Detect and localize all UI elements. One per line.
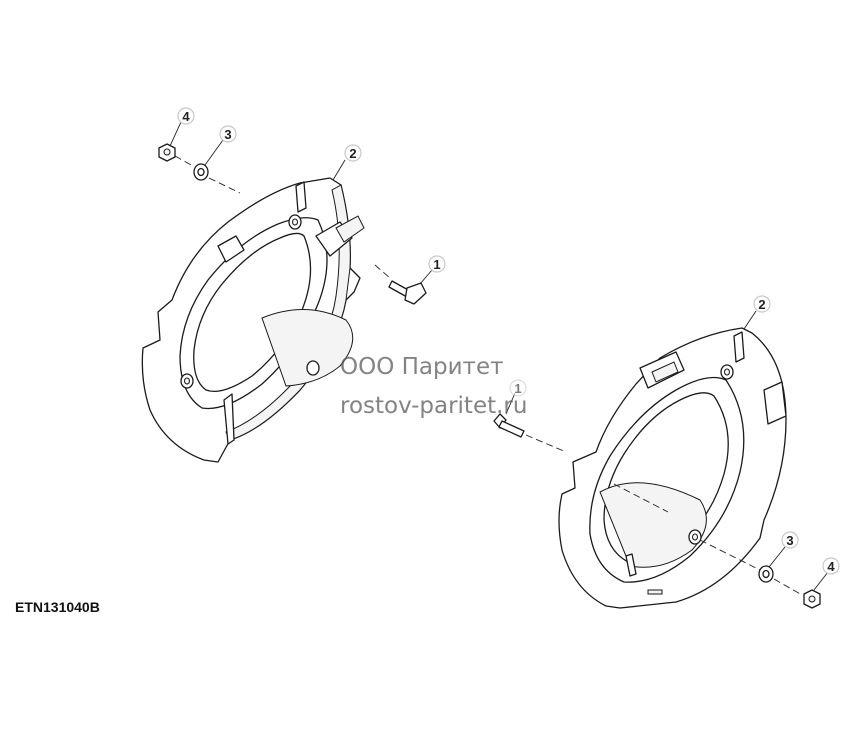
left-wheel-weight	[141, 177, 365, 463]
callout-left-bolt-label: 1	[433, 257, 440, 272]
watermark-company-name: ООО Паритет	[340, 354, 504, 380]
callout-left-washer-label: 3	[224, 127, 231, 142]
callout-right-washer-label: 3	[786, 533, 793, 548]
leader-left-bolt	[419, 269, 433, 285]
callout-right-bolt: 1	[509, 379, 527, 397]
leader-left-washer	[204, 139, 224, 166]
callout-right-weight: 2	[753, 295, 771, 313]
callout-left-weight-label: 2	[349, 146, 356, 161]
watermark-website: rostov-paritet.ru	[340, 393, 528, 419]
leader-right-weight	[743, 310, 757, 330]
leader-right-nut	[813, 571, 829, 591]
left-washer-part	[193, 163, 209, 181]
callout-right-bolt-label: 1	[514, 381, 521, 396]
callout-right-washer: 3	[781, 531, 799, 549]
callout-left-nut: 4	[177, 107, 195, 125]
callout-right-nut: 4	[822, 557, 840, 575]
leader-right-bolt	[505, 392, 516, 415]
callout-left-washer: 3	[219, 125, 237, 143]
left-nut-part	[158, 143, 176, 162]
callout-left-nut-label: 4	[182, 109, 190, 124]
leader-right-washer	[768, 546, 786, 568]
right-bolt-part	[493, 413, 525, 438]
left-bolt-part	[388, 280, 427, 305]
right-washer-part	[758, 565, 774, 583]
callout-left-weight: 2	[344, 144, 362, 162]
callout-right-nut-label: 4	[827, 559, 835, 574]
figure-id-label: ETN131040B	[15, 599, 100, 615]
right-nut-part	[803, 589, 821, 609]
right-wheel-weight	[558, 327, 787, 609]
callout-right-weight-label: 2	[758, 297, 765, 312]
left-assembly-axis	[174, 155, 391, 279]
leader-left-weight	[332, 159, 346, 181]
callout-left-bolt: 1	[428, 255, 446, 273]
leader-left-nut	[169, 121, 182, 147]
